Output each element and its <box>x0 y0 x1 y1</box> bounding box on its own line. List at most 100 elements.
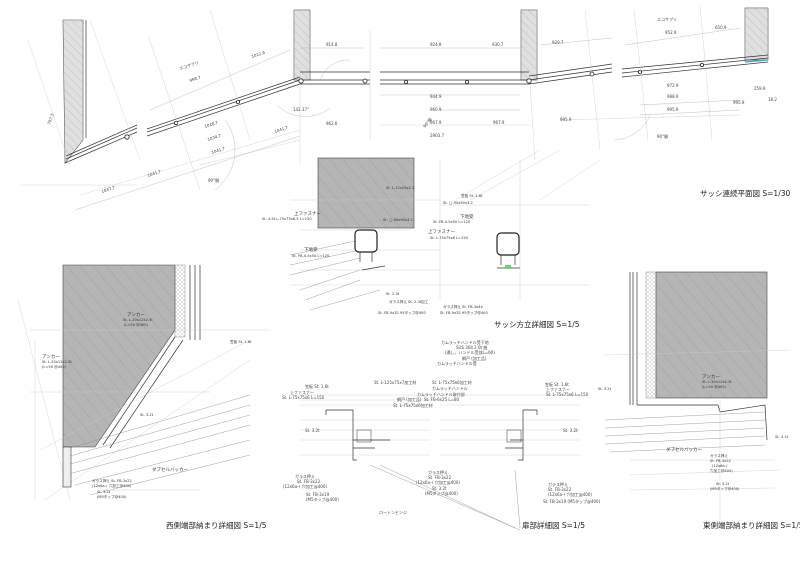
label: St. FB-3x19 <box>306 492 330 497</box>
sash-mullion-detail: 上ファスナー St. 4.5t L-75x75x6.5 L=150 St. L-… <box>262 149 601 329</box>
dimension: 1034.7 <box>207 133 222 142</box>
label: St. 3.2t <box>140 413 154 417</box>
label: 上ファスナー <box>290 389 314 395</box>
label-ecosapuri: エコサプリ <box>178 59 199 71</box>
label: ガラス押え St. FB-3x22 <box>92 478 132 483</box>
label: 網戸 (加工品) <box>397 396 422 402</box>
dimension: 995.9 <box>667 107 679 112</box>
label: St. 3.2t <box>432 486 447 491</box>
label: ガラス押え <box>548 481 568 487</box>
label: (通し、ハンドル受部L=60) <box>445 349 495 355</box>
label: (12x6a-ｲ <box>712 464 728 468</box>
label: 笠板 St. 1.6t <box>461 193 483 198</box>
label: St. L-20x12x2.3t <box>42 360 72 364</box>
dimension: 972.9 <box>667 83 679 88</box>
label-ecosapuri: エコサプリ <box>657 16 677 22</box>
label: (M5タップ@400) <box>97 494 127 499</box>
dimension: 1047.7 <box>101 185 116 194</box>
label: (12x6a-ｲ 穴加工@400) <box>548 491 592 497</box>
label: St. □-90x90x3.2 <box>383 218 413 222</box>
label: St. L-12x25x2.3 <box>386 186 414 190</box>
dimension: 967.9 <box>493 120 505 125</box>
label: アンカー <box>702 374 720 380</box>
label: St. FB-3x22 <box>710 459 731 463</box>
dimension: 960.9 <box>430 107 442 112</box>
label: St. FB-3x22 <box>548 487 572 492</box>
label: ダブセルバッカー <box>152 466 188 473</box>
label: (M5タップ@400) <box>306 496 339 502</box>
label: St. FB-4.5x50 L=120 <box>433 220 471 224</box>
label: (12x6a-ｲ 穴加工@400) <box>416 479 460 485</box>
dimension: 1018.7 <box>204 120 219 129</box>
title-mullion-detail: サッシ方立詳細図 S=1/5 <box>494 319 580 329</box>
label: ガラス押え <box>428 469 448 475</box>
door-swing-angle: 90°開 <box>421 116 433 128</box>
label: St. L-75x75x6加工材 <box>432 379 472 385</box>
label: カムラッチハンドル取付部 <box>417 391 465 397</box>
wall-section-west <box>62 19 84 164</box>
label: 上ファスナー <box>546 386 570 392</box>
label: St. FB-6x25 L=80 <box>424 397 460 402</box>
dimension: 995.9 <box>733 100 745 105</box>
label: St. 3.2t <box>775 435 789 439</box>
label: (12x6a-ｲ 穴加工@400) <box>92 483 132 488</box>
label: 穴加工@400) <box>710 468 733 473</box>
label: ガラス押え St. 2.3t加工 <box>389 299 429 304</box>
label: St. 3.2t <box>598 387 612 391</box>
label: ガラス押え St. FB-3x44 <box>443 304 484 309</box>
title-sash-plan: サッシ連続平面図 S=1/30 <box>700 188 790 198</box>
label: ガラス押え <box>295 473 315 479</box>
label: ロートンヒンジ <box>379 510 407 515</box>
dimension: 914.8 <box>326 42 338 47</box>
dimension: 2903.7 <box>430 133 444 138</box>
dimension: 967.9 <box>430 120 442 125</box>
title-west-end-detail: 西側端部納まり詳細図 S=1/5 <box>166 520 267 530</box>
label: St. FB-9x32 95タップ@400 <box>378 310 426 315</box>
label: St. L-75x75x6 L=150 <box>546 392 589 397</box>
label: 下地受 <box>460 213 474 220</box>
west-end-detail: アンカー St. L-20x12x2.3t (L=50 @400) アンカー S… <box>17 264 270 530</box>
dimension: 1022.6 <box>251 50 266 59</box>
dimension: 1041.7 <box>147 169 162 178</box>
label: St. L-75x75x6加工材 <box>393 402 433 408</box>
label: St. 3.2t <box>716 482 730 486</box>
label: カムラッチハンドル受 <box>437 360 477 366</box>
dimension: 930.7 <box>492 42 504 47</box>
label: (L=50 @400) <box>124 323 149 327</box>
label: SUS 304 2.0t 曲 <box>456 344 487 350</box>
label: St. □-90x90x3.2 <box>443 201 473 205</box>
label: 笠板 St. 1.6t <box>305 383 329 389</box>
label: St. L-20x12x2.3t <box>702 380 732 384</box>
label: ダブセルバッカー <box>666 446 702 453</box>
label: St. L-75x75x6 L=150 <box>430 236 469 240</box>
dimension: 1041.7 <box>274 125 289 134</box>
label: アンカー <box>42 354 60 360</box>
label: 上ファスナー <box>428 228 455 235</box>
dimension: 707.3 <box>46 112 55 125</box>
dimension: 995.9 <box>560 117 572 122</box>
dimension: 962.6 <box>326 121 338 126</box>
label: St. FB-4.5x50 L=120 <box>292 254 330 258</box>
label: St. 3.2t <box>563 428 578 433</box>
label: St. 4.5t L-75x75x6.5 L=150 <box>262 217 312 221</box>
east-end-detail: アンカー St. L-20x12x2.3t (L=50 @400) St. 3.… <box>598 271 800 530</box>
label: St. 3.2t <box>305 428 320 433</box>
wall-section-east <box>744 7 769 61</box>
label: (L=50 @400) <box>702 385 727 389</box>
label: (M5タップ@400) <box>710 486 740 491</box>
label: St. 2.3t <box>386 292 400 296</box>
dimension: 259.9 <box>754 86 766 91</box>
label: 笠板 St. 1.6t <box>230 339 252 344</box>
label: St. L-20x12x2.3t <box>123 318 153 322</box>
door-detail: カムラッチハンドル受下地 SUS 304 2.0t 曲 (通し、ハンドル受部L=… <box>282 339 601 531</box>
label: 笠板 St. 1.6t <box>545 381 569 387</box>
label: (L=50 @400) <box>42 365 67 369</box>
door-swing-angle: 90°開 <box>208 177 219 183</box>
label: アンカー <box>127 312 145 318</box>
label: St. 3.2t <box>97 490 111 494</box>
sash-continuous-plan: エコサプリ 1022.6 998.7 1018.7 1034.7 1041.7 … <box>20 4 790 211</box>
door-swing-angle: 90°開 <box>657 133 668 139</box>
label: 上ファスナー <box>294 210 321 217</box>
label: St. L-125x75x7加工材 <box>374 379 416 385</box>
label: St. FB-9x32 95タップ@400 <box>440 310 488 315</box>
